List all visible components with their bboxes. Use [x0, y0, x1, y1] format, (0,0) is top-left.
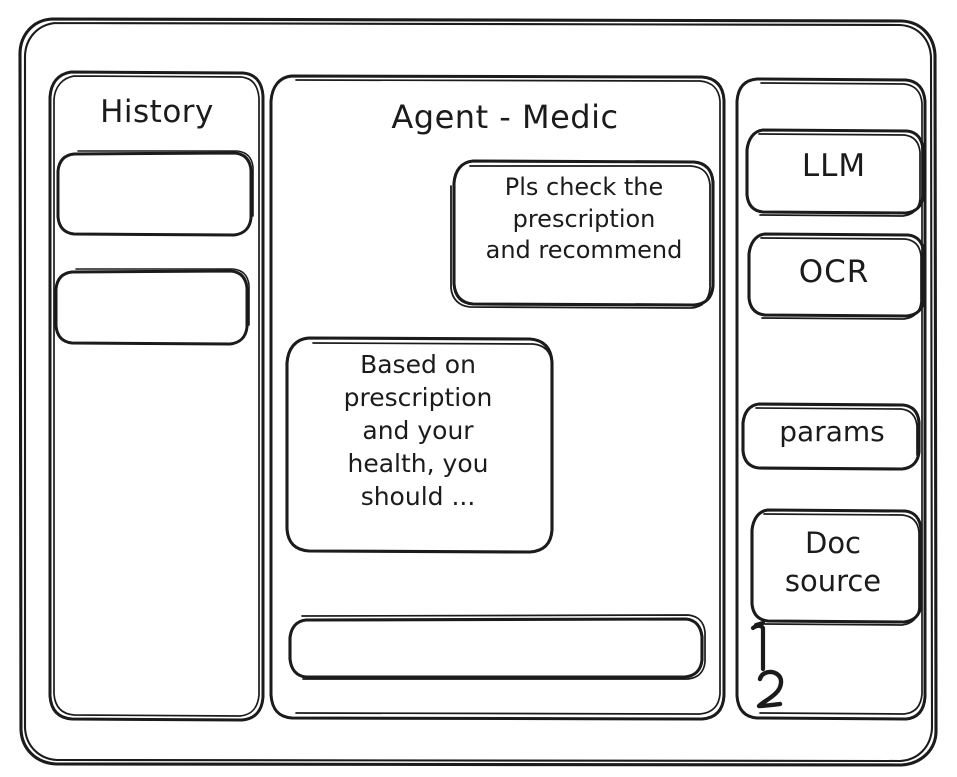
user-message-bubble[interactable] — [451, 161, 713, 308]
history-item[interactable] — [58, 151, 253, 235]
user-message-text: Pls check the prescription and recommend — [485, 173, 683, 265]
llm-button[interactable] — [747, 130, 923, 216]
doc-source-list-item[interactable] — [748, 666, 808, 712]
history-item[interactable] — [56, 269, 249, 344]
params-button[interactable] — [743, 404, 919, 469]
agent-message-text: Based on prescription and your health, y… — [343, 350, 493, 511]
llm-button-label: LLM — [801, 148, 867, 184]
doc-source-button-label: Doc source — [784, 526, 882, 599]
agent-panel-title: Agent - Medic — [391, 98, 619, 136]
doc-source-button[interactable] — [752, 510, 921, 625]
ocr-button[interactable] — [749, 234, 924, 319]
ocr-button-label: OCR — [798, 254, 870, 290]
agent-message-bubble[interactable] — [287, 338, 552, 552]
doc-source-list-item[interactable] — [746, 618, 806, 664]
params-button-label: params — [779, 415, 885, 448]
history-panel-title: History — [100, 94, 214, 130]
composer-input[interactable] — [290, 615, 705, 679]
